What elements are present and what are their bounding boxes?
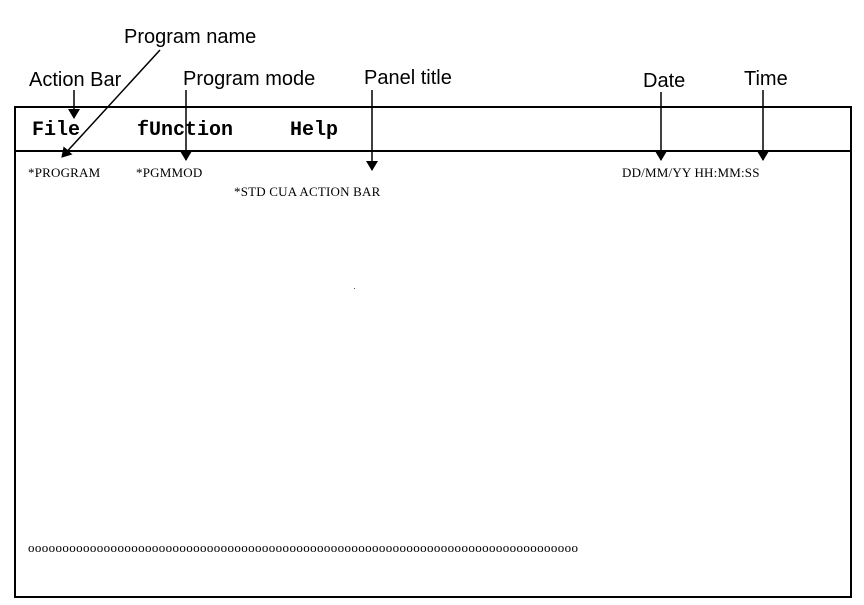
date-callout: Date <box>643 70 686 92</box>
terminal-screen: File fUnction Help *PROGRAM *PGMMOD *STD… <box>14 106 852 598</box>
program-mode-callout: Program mode <box>183 68 316 90</box>
menu-help[interactable]: Help <box>290 119 339 142</box>
message-line: oooooooooooooooooooooooooooooooooooooooo… <box>28 540 579 555</box>
program-name-field: *PROGRAM <box>28 165 101 180</box>
panel-title-field: *STD CUA ACTION BAR <box>234 184 381 199</box>
menu-function[interactable]: fUnction <box>137 119 234 142</box>
menu-file[interactable]: File <box>32 119 81 142</box>
program-mode-field: *PGMMOD <box>136 165 203 180</box>
action-bar-callout: Action Bar <box>29 69 122 91</box>
action-bar: File fUnction Help <box>16 108 850 152</box>
date-time-field: DD/MM/YY HH:MM:SS <box>622 165 760 180</box>
panel-title-callout: Panel title <box>364 67 452 89</box>
time-callout: Time <box>744 68 788 90</box>
stray-dot <box>354 288 355 289</box>
program-name-callout: Program name <box>124 26 257 48</box>
